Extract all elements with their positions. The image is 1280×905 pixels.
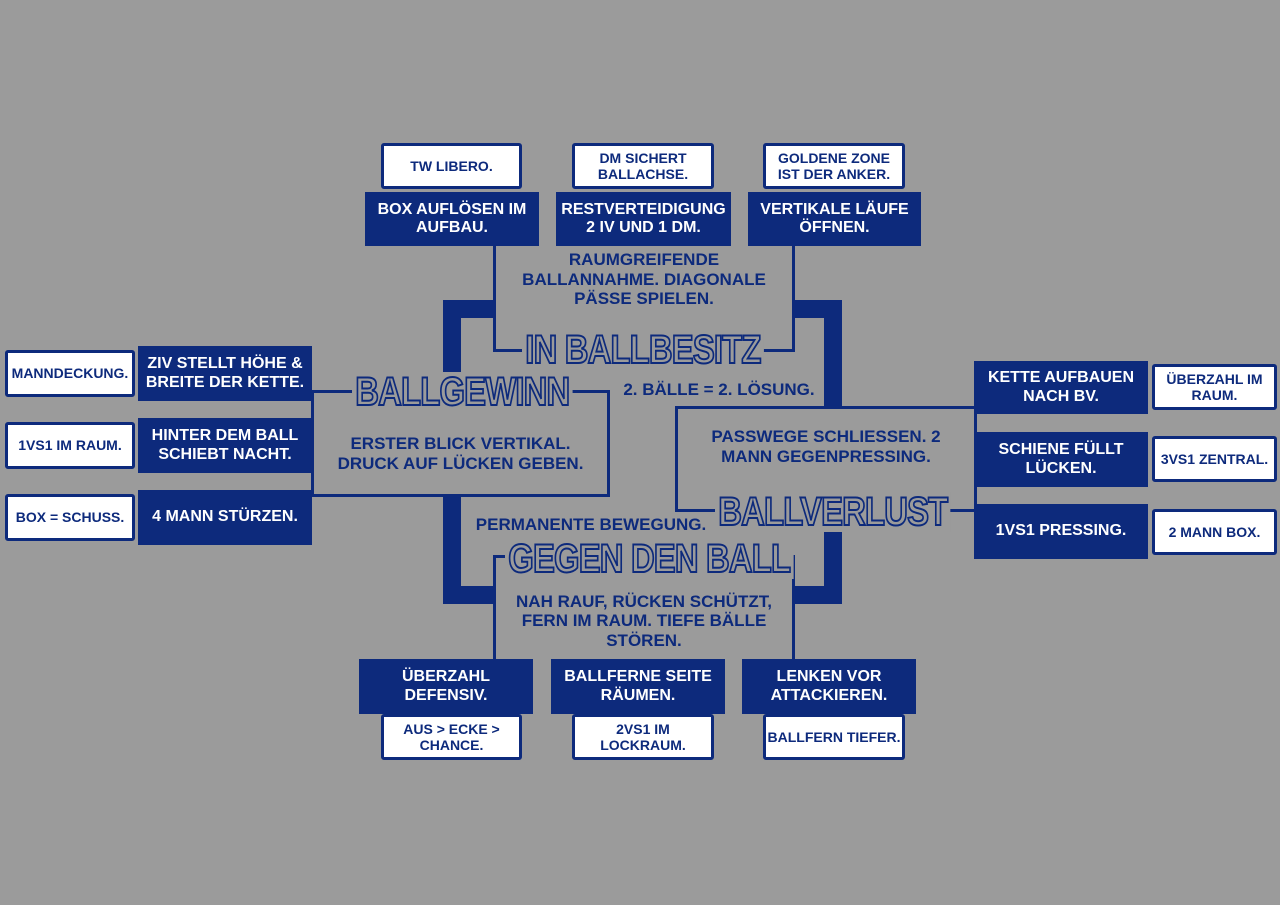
right-note-2: 3VS1 ZENTRAL.: [1152, 436, 1277, 482]
left-point-2: HINTER DEM BALL SCHIEBT NACHT.: [138, 418, 312, 473]
right-note-1: ÜBERZAHL IM RAUM.: [1152, 364, 1277, 410]
in-ballbesitz-title: IN BALLBESITZ: [522, 329, 764, 371]
top-point-2: RESTVERTEIDIGUNG 2 IV UND 1 DM.: [556, 192, 731, 246]
left-point-1: ZIV STELLT HÖHE & BREITE DER KETTE.: [138, 346, 312, 401]
top-point-3: VERTIKALE LÄUFE ÖFFNEN.: [748, 192, 921, 246]
top-note-3: GOLDENE ZONE IST DER ANKER.: [763, 143, 905, 189]
right-point-1: KETTE AUFBAUEN NACH BV.: [974, 361, 1148, 414]
bottom-note-2: 2VS1 IM LOCKRAUM.: [572, 714, 714, 760]
right-note-3: 2 MANN BOX.: [1152, 509, 1277, 555]
ballgewinn-title: BALLGEWINN: [352, 371, 573, 413]
connector-label-2-baelle: 2. BÄLLE = 2. LÖSUNG.: [623, 380, 815, 400]
bottom-point-1: ÜBERZAHL DEFENSIV.: [359, 659, 533, 714]
ballverlust-title: BALLVERLUST: [715, 491, 951, 533]
bottom-note-1: AUS > ECKE > CHANCE.: [381, 714, 522, 760]
left-note-1: MANNDECKUNG.: [5, 350, 135, 397]
bottom-point-2: BALLFERNE SEITE RÄUMEN.: [551, 659, 725, 714]
gegen-den-ball-title: GEGEN DEN BALL: [505, 538, 794, 580]
left-point-3: 4 MANN STÜRZEN.: [138, 490, 312, 545]
bottom-point-3: LENKEN VOR ATTACKIEREN.: [742, 659, 916, 714]
top-note-1: TW LIBERO.: [381, 143, 522, 189]
right-point-3: 1VS1 PRESSING.: [974, 504, 1148, 559]
top-note-2: DM SICHERT BALLACHSE.: [572, 143, 714, 189]
connector-label-permanente-bewegung: PERMANENTE BEWEGUNG.: [466, 513, 716, 537]
top-point-1: BOX AUFLÖSEN IM AUFBAU.: [365, 192, 539, 246]
right-point-2: SCHIENE FÜLLT LÜCKEN.: [974, 432, 1148, 487]
ballgewinn-box: ERSTER BLICK VERTIKAL. DRUCK AUF LÜCKEN …: [311, 390, 610, 497]
left-note-2: 1VS1 IM RAUM.: [5, 422, 135, 469]
bottom-note-3: BALLFERN TIEFER.: [763, 714, 905, 760]
left-note-3: BOX = SCHUSS.: [5, 494, 135, 541]
